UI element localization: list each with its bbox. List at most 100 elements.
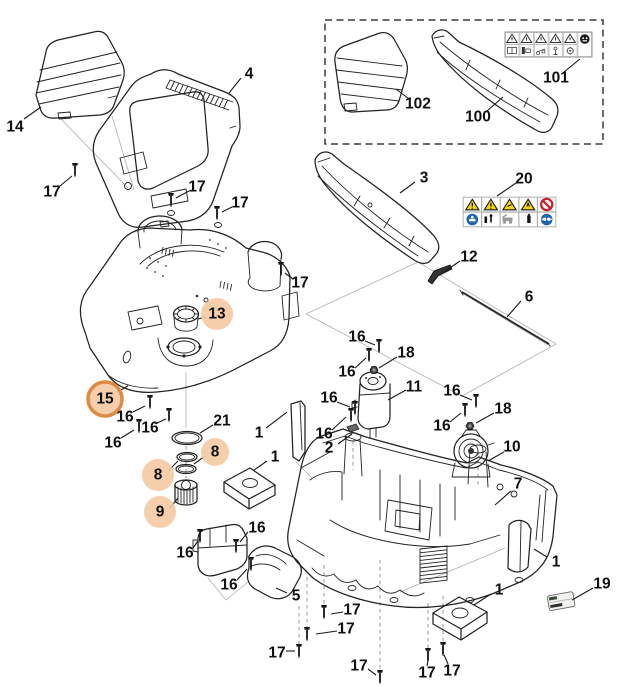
leader-line (459, 394, 473, 401)
callout-label-16: 16 (433, 418, 451, 435)
leader-line (571, 587, 594, 601)
mower-pictogram-icon (534, 44, 549, 57)
leader-line (399, 181, 416, 194)
part-14-ribbed-cover (35, 30, 125, 120)
screw-icon (473, 394, 479, 409)
part-13-cap (172, 305, 200, 332)
screw-icon (147, 395, 153, 410)
part-19-rating-label (546, 591, 576, 611)
leader-line (253, 460, 268, 471)
leader-line (496, 182, 517, 197)
leader-line (265, 411, 288, 429)
person-pictogram-icon (548, 44, 563, 57)
black-circle-icon (577, 32, 592, 57)
part-1-pad-curved (507, 519, 532, 573)
callout-label-17: 17 (268, 645, 285, 662)
leader-line (367, 668, 377, 676)
callout-label-17: 17 (231, 195, 248, 212)
part-7-chassis (287, 428, 558, 609)
callout-label-10: 10 (503, 439, 520, 456)
callout-label-20: 20 (515, 171, 532, 188)
leader-line (475, 412, 495, 424)
leader-line (494, 490, 512, 506)
callout-label-18: 18 (397, 345, 415, 362)
highlight-circle (142, 459, 174, 491)
cooling-fins (419, 545, 448, 584)
filler-neck-ring (166, 337, 202, 358)
bottle-pictogram-icon (518, 212, 538, 227)
warning-triangle-icon (519, 32, 534, 45)
callout-label-16: 16 (348, 329, 366, 346)
callout-label-100: 100 (465, 109, 491, 126)
screw-icon (278, 262, 284, 277)
leader-line (426, 659, 429, 667)
gear-pictogram-icon (563, 44, 578, 57)
callout-label-16: 16 (338, 364, 356, 381)
callout-label-17: 17 (350, 658, 367, 675)
warning-triangle-icon (534, 32, 549, 45)
leader-line (443, 260, 461, 273)
screw-icon (248, 557, 254, 572)
leader-line (443, 654, 449, 665)
leader-line (337, 433, 353, 445)
callout-label-16: 16 (141, 420, 159, 437)
warning-triangle-icon (518, 197, 538, 212)
leader-line (156, 418, 167, 424)
callout-label-18: 18 (494, 401, 512, 418)
part-100-flap (431, 29, 559, 134)
leader-line (364, 340, 376, 346)
callout-label-7: 7 (514, 476, 523, 493)
callout-label-1: 1 (552, 554, 561, 571)
part-8-o-ring-a (176, 451, 198, 463)
screw-icon (376, 339, 382, 354)
callout-label-13: 13 (208, 306, 226, 323)
screw-icon (304, 627, 310, 642)
callout-label-101: 101 (543, 70, 569, 87)
callout-label-17: 17 (343, 602, 360, 619)
screw-icon (136, 419, 142, 434)
callout-label-21: 21 (213, 413, 231, 430)
highlight-circle (144, 496, 176, 528)
callout-label-8: 8 (211, 444, 220, 461)
tool-pictogram-icon (519, 44, 534, 57)
callout-label-6: 6 (525, 289, 534, 306)
callout-label-1: 1 (271, 449, 280, 466)
part-10-motor (451, 429, 495, 478)
callout-label-16: 16 (176, 545, 194, 562)
callout-label-15: 15 (96, 391, 114, 408)
screw-icon (462, 403, 468, 418)
part-6-rod (459, 289, 551, 347)
leader-line (330, 611, 344, 615)
screw-icon (366, 348, 372, 363)
leader-line (449, 412, 462, 423)
mandatory-blue-circle-icon (463, 212, 482, 227)
part-20-safety-label (462, 196, 557, 228)
leader-line (336, 401, 351, 408)
leader-line (192, 540, 199, 549)
person-pictogram-icon (481, 212, 501, 227)
screw-icon (348, 408, 354, 423)
screw-icon (72, 163, 78, 178)
callout-label-9: 9 (156, 504, 165, 521)
warning-triangle-icon (548, 32, 563, 45)
callout-label-16: 16 (248, 520, 266, 537)
screw-icon (166, 408, 172, 423)
screw-icon (168, 193, 174, 208)
leader-line (275, 587, 288, 594)
part-101-safety-label (504, 31, 593, 58)
warning-triangle-icon (463, 197, 482, 212)
mower-pictogram-icon (500, 212, 519, 227)
callout-label-17: 17 (337, 621, 354, 638)
leader-line (563, 58, 581, 73)
leader-line (284, 272, 294, 280)
book-pictogram-icon (505, 44, 520, 57)
part-3-flap (314, 151, 440, 264)
callout-label-14: 14 (6, 119, 24, 136)
leader-line (506, 300, 522, 318)
callout-label-11: 11 (406, 379, 423, 396)
leader-line (315, 630, 338, 635)
callout-label-8: 8 (154, 467, 163, 484)
part-2-clip (346, 423, 360, 433)
leader-line (331, 416, 347, 431)
